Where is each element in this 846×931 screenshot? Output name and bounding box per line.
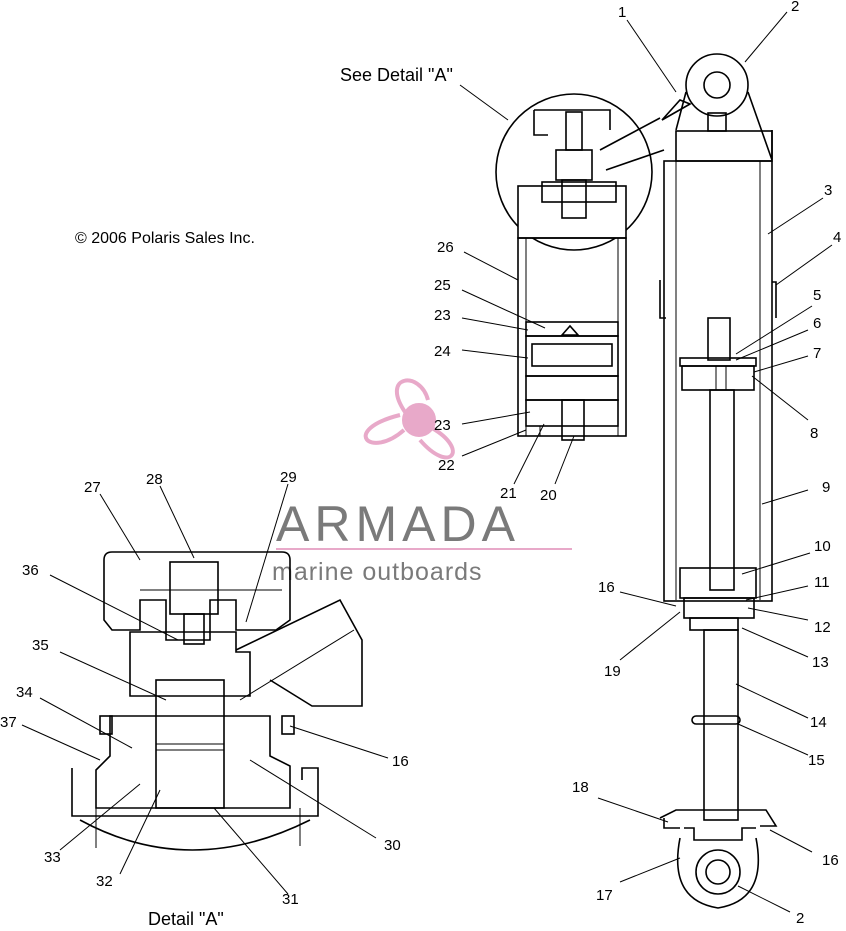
watermark-tagline: marine outboards (272, 558, 483, 586)
callout-35: 35 (32, 637, 49, 654)
callout-16-bottom: 16 (822, 852, 839, 869)
callout-37: 37 (0, 714, 17, 731)
callout-16-right: 16 (598, 579, 615, 596)
callout-1: 1 (618, 4, 626, 21)
callout-15: 15 (808, 752, 825, 769)
callout-33: 33 (44, 849, 61, 866)
callout-14: 14 (810, 714, 827, 731)
callout-22: 22 (438, 457, 455, 474)
callout-5: 5 (813, 287, 821, 304)
callout-16-detail: 16 (392, 753, 409, 770)
callout-8: 8 (810, 425, 818, 442)
callout-31: 31 (282, 891, 299, 908)
detail-a-caption: Detail "A" (148, 909, 224, 929)
callout-9: 9 (822, 479, 830, 496)
callout-11: 11 (814, 574, 830, 591)
callout-25: 25 (434, 277, 451, 294)
callout-13: 13 (812, 654, 829, 671)
callout-6: 6 (813, 315, 821, 332)
callout-23-bottom: 23 (434, 417, 451, 434)
callout-36: 36 (22, 562, 39, 579)
detail-a-view (71, 551, 363, 851)
callout-29: 29 (280, 469, 297, 486)
callout-19: 19 (604, 663, 621, 680)
callout-3: 3 (824, 182, 832, 199)
callout-21: 21 (500, 485, 517, 502)
callout-32: 32 (96, 873, 113, 890)
callout-12: 12 (814, 619, 831, 636)
callout-23-top: 23 (434, 307, 451, 324)
callout-17: 17 (596, 887, 613, 904)
callout-2-top: 2 (791, 0, 799, 15)
callout-24: 24 (434, 343, 451, 360)
callout-28: 28 (146, 471, 163, 488)
callout-2-bottom: 2 (796, 910, 804, 927)
armada-logo-icon (363, 378, 455, 460)
see-detail-caption: See Detail "A" (340, 65, 453, 85)
callout-20: 20 (540, 487, 557, 504)
callout-18: 18 (572, 779, 589, 796)
shock-body (659, 53, 778, 909)
copyright-notice: © 2006 Polaris Sales Inc. (75, 230, 255, 247)
leader-lines (21, 11, 833, 913)
callout-26: 26 (437, 239, 454, 256)
watermark: ARMADA marine outboards (272, 378, 572, 586)
callout-7: 7 (813, 345, 821, 362)
callout-27: 27 (84, 479, 101, 496)
callout-30: 30 (384, 837, 401, 854)
watermark-brand: ARMADA (276, 496, 520, 552)
reservoir (495, 93, 665, 441)
callout-34: 34 (16, 684, 33, 701)
callout-10: 10 (814, 538, 831, 555)
callout-4: 4 (833, 229, 841, 246)
